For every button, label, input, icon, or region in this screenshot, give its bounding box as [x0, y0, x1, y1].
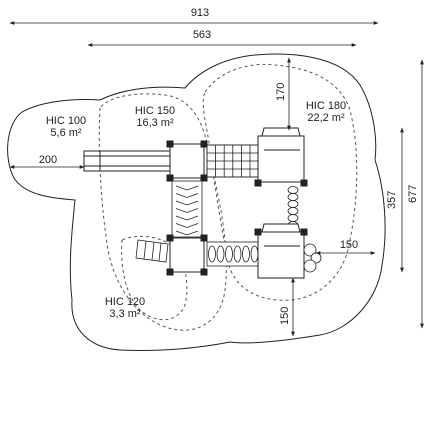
chain-link [287, 186, 299, 194]
tower-platform-bottom [166, 234, 208, 276]
side-climber-right [303, 243, 322, 273]
dimension-label-height-total: 677 [407, 184, 420, 203]
barrel-bridge-bottom [206, 241, 260, 267]
dimension-label-left-clearance: 200 [38, 154, 58, 166]
climber-rung [175, 193, 199, 198]
tower-right-top [254, 127, 308, 187]
net-bridge-top [206, 144, 260, 178]
chain-link [287, 207, 299, 215]
dimension-lines [9, 21, 424, 337]
bridge-barrel [225, 245, 233, 263]
zone-hic150-outline [98, 93, 227, 331]
zone-code: HIC 180 [305, 100, 347, 112]
zone-area: 3,3 m² [109, 307, 141, 320]
tower-right-bottom [254, 223, 308, 279]
zone-hic180-outline [202, 63, 358, 301]
climber-rung [175, 185, 199, 191]
chain-link [287, 193, 299, 201]
tower-platform-top [166, 140, 208, 182]
climber-rung [175, 223, 199, 228]
bridge-barrel [233, 245, 242, 263]
vertical-climber [171, 180, 203, 238]
dimension-label-total-width: 913 [190, 7, 210, 19]
zone-code: HIC 120 [104, 296, 146, 308]
dimension-label-height-inner: 357 [386, 190, 399, 209]
dimension-label-inner-width: 563 [192, 29, 212, 41]
slide [83, 150, 175, 172]
dimension-label-right-clearance: 150 [339, 239, 359, 251]
chain-link [287, 214, 299, 222]
zone-code: HIC 100 [45, 115, 87, 127]
dimension-label-bottom-clearance: 150 [279, 306, 292, 325]
climber-rung [175, 215, 199, 221]
bridge-barrel [208, 245, 216, 263]
zone-area: 16,3 m² [136, 116, 174, 129]
bridge-barrel [250, 245, 259, 263]
zone-area: 5,6 m² [50, 126, 82, 139]
climber-rung [175, 208, 199, 213]
zone-area: 22,2 m² [307, 111, 345, 124]
climber-rung [175, 200, 199, 206]
safety-zone-outline [7, 53, 386, 352]
bridge-barrel [242, 245, 250, 263]
zone-label-hic180: HIC 180 22,2 m² [286, 100, 366, 124]
zone-label-hic150: HIC 150 16,3 m² [115, 105, 195, 129]
climber-rung [175, 230, 199, 236]
chain-link [287, 200, 299, 208]
rope-ladder-left [135, 239, 169, 263]
zone-label-hic120: HIC 120 3,3 m² [85, 296, 165, 320]
bridge-barrel [216, 245, 225, 263]
zone-label-hic100: HIC 100 5,6 m² [26, 115, 106, 139]
zone-code: HIC 150 [134, 105, 176, 117]
chain-bridge-vertical [287, 186, 299, 229]
zone-hic120-outline [121, 235, 188, 320]
